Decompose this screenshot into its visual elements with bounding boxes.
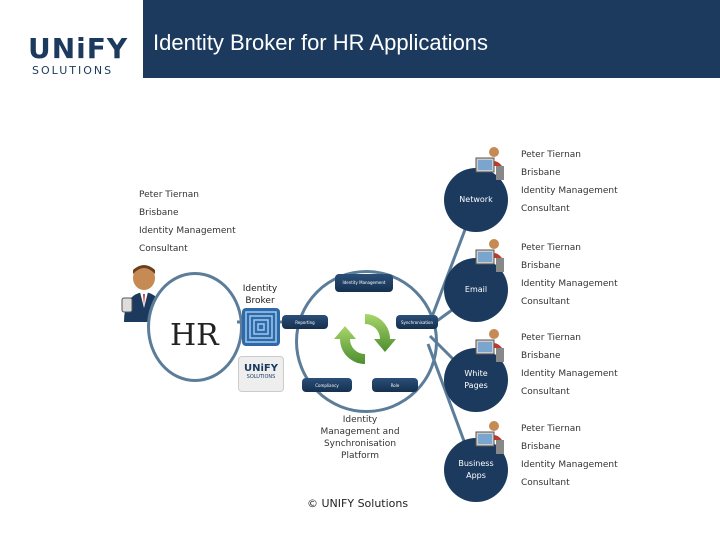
person-icon xyxy=(121,265,164,322)
segment-label: Role xyxy=(390,382,400,388)
info-name: Peter Tiernan xyxy=(521,243,581,253)
maze-icon xyxy=(245,311,277,343)
unify-logo: UNiFY SOLUTIONS xyxy=(28,32,129,82)
info-city: Brisbane xyxy=(521,168,561,178)
computer-user-icon xyxy=(475,329,504,362)
info-role: Identity Management xyxy=(521,186,618,196)
segment-role: Role xyxy=(372,378,418,392)
header-bar xyxy=(143,0,720,78)
computer-user-icon xyxy=(475,239,504,272)
segment-synchronisation: Synchronisation xyxy=(396,315,438,329)
system-business-apps-info: Peter Tiernan Brisbane Identity Manageme… xyxy=(521,424,631,504)
broker-maze-icon xyxy=(242,308,280,346)
hr-label: HR xyxy=(170,318,219,353)
info-role: Identity Management xyxy=(521,460,618,470)
info-city: Brisbane xyxy=(521,351,561,361)
info-title: Consultant xyxy=(521,297,570,307)
info-title: Consultant xyxy=(521,478,570,488)
tile-logo-sub: SOLUTIONS xyxy=(246,374,276,380)
segment-label: Synchronisation xyxy=(400,319,434,325)
info-name: Peter Tiernan xyxy=(521,424,581,434)
hr-person-role: Identity Management xyxy=(139,226,236,236)
info-name: Peter Tiernan xyxy=(521,333,581,343)
info-city: Brisbane xyxy=(521,442,561,452)
info-role: Identity Management xyxy=(521,279,618,289)
segment-label: Compliancy xyxy=(315,382,339,388)
broker-unify-tile: UNiFY SOLUTIONS xyxy=(238,356,284,392)
hr-person-title: Consultant xyxy=(139,244,188,254)
info-name: Peter Tiernan xyxy=(521,150,581,160)
computer-user-icon xyxy=(475,147,504,180)
segment-label: Identity Management xyxy=(342,280,386,285)
segment-compliancy: Compliancy xyxy=(302,378,352,392)
info-title: Consultant xyxy=(521,204,570,214)
platform-ring xyxy=(295,270,438,413)
system-network-info: Peter Tiernan Brisbane Identity Manageme… xyxy=(521,150,631,230)
system-label: Email xyxy=(464,285,488,294)
tile-logo-text: UNiFY xyxy=(244,363,278,374)
logo-subtitle: SOLUTIONS xyxy=(32,64,114,77)
info-title: Consultant xyxy=(521,387,570,397)
slide-title: Identity Broker for HR Applications xyxy=(153,30,489,55)
platform-caption: Identity Management and Synchronisation … xyxy=(320,415,400,461)
system-label: Business Apps xyxy=(458,459,494,480)
computer-user-icon xyxy=(475,421,504,454)
hr-person-name: Peter Tiernan xyxy=(139,190,199,200)
identity-broker-label: Identity Broker xyxy=(242,284,278,306)
sync-arrows-icon xyxy=(334,314,396,364)
hr-circle xyxy=(147,272,243,382)
system-business-apps: Business Apps xyxy=(444,438,508,502)
system-label: Network xyxy=(459,195,493,204)
system-white-pages-info: Peter Tiernan Brisbane Identity Manageme… xyxy=(521,333,631,413)
logo-wordmark: UNiFY xyxy=(28,32,129,65)
copyright-footer: © UNIFY Solutions xyxy=(307,497,409,510)
segment-label: Reporting xyxy=(295,319,315,325)
hr-person-info: Peter Tiernan Brisbane Identity Manageme… xyxy=(139,190,259,260)
system-email-info: Peter Tiernan Brisbane Identity Manageme… xyxy=(521,243,631,323)
system-label: White Pages xyxy=(464,369,488,390)
segment-identity-management: Identity Management xyxy=(335,274,393,292)
info-city: Brisbane xyxy=(521,261,561,271)
hr-person-city: Brisbane xyxy=(139,208,179,218)
segment-reporting: Reporting xyxy=(282,315,328,329)
info-role: Identity Management xyxy=(521,369,618,379)
